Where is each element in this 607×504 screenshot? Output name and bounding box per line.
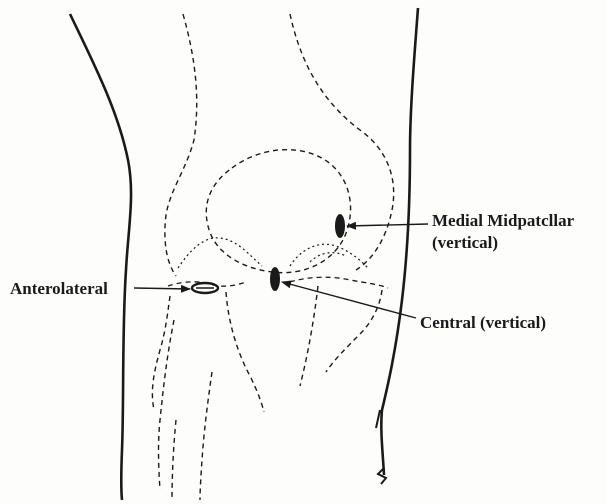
medial-midpatellar-label-line1: Medial Midpatcllar <box>432 211 574 231</box>
tibia-medial-shaft <box>300 286 318 386</box>
fibula-head <box>159 320 175 490</box>
central-label: Central (vertical) <box>420 313 546 333</box>
femur-lateral-edge <box>165 14 197 276</box>
central-portal-marker <box>270 267 280 291</box>
joint-line-medial <box>290 277 388 288</box>
lateral-condyle-dotted <box>178 238 262 268</box>
medial-midpatellar-label-line2: (vertical) <box>432 233 498 253</box>
central-arrow <box>282 282 416 318</box>
fibula-shaft <box>200 372 212 500</box>
lateral-skin-contour <box>70 14 131 500</box>
tibia-lateral-inner <box>226 292 264 412</box>
anterolateral-label: Anterolateral <box>10 279 108 299</box>
medial-midpatellar-portal-marker <box>335 214 345 238</box>
medial-skin-contour <box>381 8 418 475</box>
tibia-medial-inner <box>326 290 382 372</box>
patella-outline <box>206 150 350 273</box>
anterolateral-arrow <box>134 288 190 289</box>
fibula-shaft-2 <box>172 420 176 500</box>
medial-midpatellar-arrow <box>347 224 428 226</box>
tibia-plateau <box>152 296 170 410</box>
